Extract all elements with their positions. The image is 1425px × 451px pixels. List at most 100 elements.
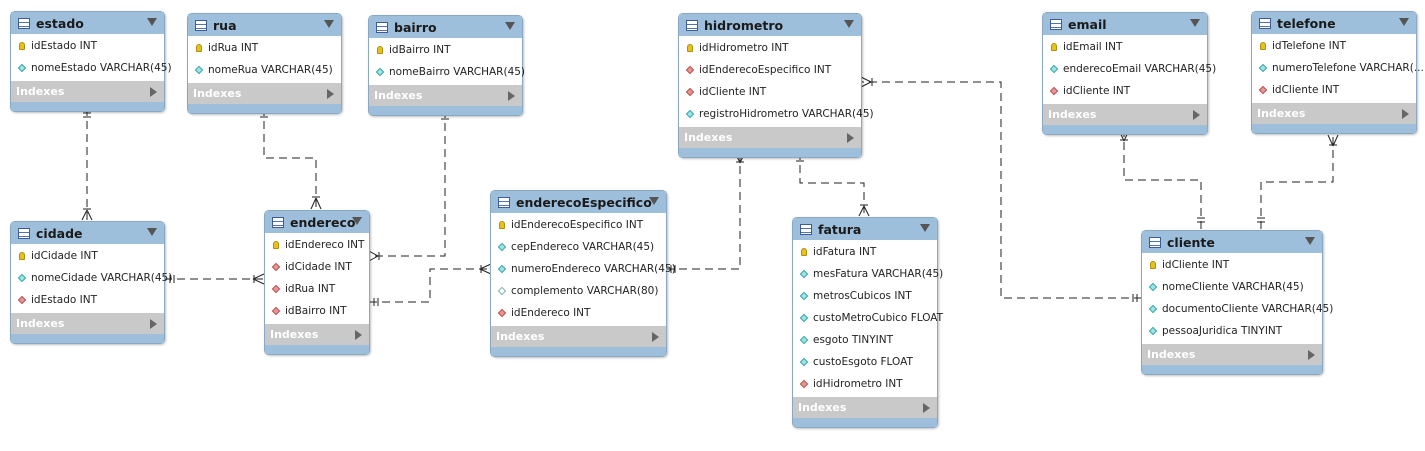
column-row[interactable]: idFatura INT xyxy=(793,241,937,263)
column-row[interactable]: idEndereco INT xyxy=(265,234,369,256)
indexes-section[interactable]: Indexes xyxy=(11,313,164,334)
expand-arrow-icon[interactable] xyxy=(847,133,854,143)
table-header[interactable]: estado xyxy=(11,12,164,34)
indexes-section[interactable]: Indexes xyxy=(188,83,341,104)
column-row[interactable]: nomeEstado VARCHAR(45) xyxy=(11,57,172,79)
collapse-arrow-icon[interactable] xyxy=(1190,19,1200,27)
collapse-arrow-icon[interactable] xyxy=(352,217,362,225)
expand-arrow-icon[interactable] xyxy=(923,403,930,413)
column-row[interactable]: pessoaJuridica TINYINT xyxy=(1142,320,1322,342)
column-row[interactable]: idTelefone INT xyxy=(1252,35,1416,57)
expand-arrow-icon[interactable] xyxy=(150,319,157,329)
foreign-key-icon xyxy=(270,284,282,294)
expand-arrow-icon[interactable] xyxy=(355,330,362,340)
column-row[interactable]: idCliente INT xyxy=(1252,79,1416,101)
table-header[interactable]: rua xyxy=(188,14,341,36)
column-row[interactable]: mesFatura VARCHAR(45) xyxy=(793,263,943,285)
table-header[interactable]: fatura xyxy=(793,218,937,240)
column-row[interactable]: idEstado INT xyxy=(11,35,164,57)
column-row[interactable]: idCidade INT xyxy=(11,245,164,267)
indexes-section[interactable]: Indexes xyxy=(491,326,666,347)
expand-arrow-icon[interactable] xyxy=(1402,109,1409,119)
collapse-arrow-icon[interactable] xyxy=(1399,18,1409,26)
table-header[interactable]: enderecoEspecifico xyxy=(491,191,666,213)
column-row[interactable]: idCliente INT xyxy=(679,81,861,103)
indexes-section[interactable]: Indexes xyxy=(1252,103,1416,124)
column-row[interactable]: idBairro INT xyxy=(369,39,522,61)
column-row[interactable]: idEmail INT xyxy=(1043,36,1207,58)
column-icon xyxy=(16,63,28,73)
column-row[interactable]: nomeCliente VARCHAR(45) xyxy=(1142,276,1322,298)
column-row[interactable]: idEndereco INT xyxy=(491,302,666,324)
column-row[interactable]: registroHidrometro VARCHAR(45) xyxy=(679,103,874,125)
indexes-section[interactable]: Indexes xyxy=(369,85,522,106)
column-row[interactable]: idEstado INT xyxy=(11,289,164,311)
collapse-arrow-icon[interactable] xyxy=(324,20,334,28)
column-row[interactable]: cepEndereco VARCHAR(45) xyxy=(491,236,666,258)
column-row[interactable]: enderecoEmail VARCHAR(45) xyxy=(1043,58,1216,80)
column-row[interactable]: idHidrometro INT xyxy=(679,37,861,59)
column-row[interactable]: esgoto TINYINT xyxy=(793,329,937,351)
collapse-arrow-icon[interactable] xyxy=(844,20,854,28)
indexes-section[interactable]: Indexes xyxy=(1142,344,1322,365)
collapse-arrow-icon[interactable] xyxy=(147,18,157,26)
collapse-arrow-icon[interactable] xyxy=(649,197,659,205)
column-row[interactable]: custoMetroCubico FLOAT xyxy=(793,307,943,329)
column-row[interactable]: idEnderecoEspecifico INT xyxy=(679,59,861,81)
collapse-arrow-icon[interactable] xyxy=(505,22,515,30)
table-header[interactable]: telefone xyxy=(1252,12,1416,34)
table-header[interactable]: bairro xyxy=(369,16,522,38)
column-row[interactable]: idCidade INT xyxy=(265,256,369,278)
expand-arrow-icon[interactable] xyxy=(652,332,659,342)
column-row[interactable]: nomeBairro VARCHAR(45) xyxy=(369,61,525,83)
expand-arrow-icon[interactable] xyxy=(327,89,334,99)
column-row[interactable]: documentoCliente VARCHAR(45) xyxy=(1142,298,1333,320)
column-row[interactable]: idBairro INT xyxy=(265,300,369,322)
expand-arrow-icon[interactable] xyxy=(150,87,157,97)
column-row[interactable]: numeroEndereco VARCHAR(45) xyxy=(491,258,676,280)
column-row[interactable]: nomeCidade VARCHAR(45) xyxy=(11,267,172,289)
indexes-section[interactable]: Indexes xyxy=(679,127,861,148)
expand-arrow-icon[interactable] xyxy=(508,91,515,101)
table-icon xyxy=(498,196,510,208)
expand-arrow-icon[interactable] xyxy=(1193,110,1200,120)
column-row[interactable]: custoEsgoto FLOAT xyxy=(793,351,937,373)
table-header[interactable]: cliente xyxy=(1142,231,1322,253)
indexes-section[interactable]: Indexes xyxy=(11,81,164,102)
column-row[interactable]: idCliente INT xyxy=(1142,254,1322,276)
column-row[interactable]: nomeRua VARCHAR(45) xyxy=(188,59,341,81)
column-row[interactable]: metrosCubicos INT xyxy=(793,285,937,307)
primary-key-icon xyxy=(798,248,810,256)
table-header[interactable]: hidrometro xyxy=(679,14,861,36)
column-row[interactable]: idHidrometro INT xyxy=(793,373,937,395)
column-row[interactable]: idRua INT xyxy=(265,278,369,300)
table-header[interactable]: endereco xyxy=(265,211,369,233)
collapse-arrow-icon[interactable] xyxy=(147,228,157,236)
indexes-label: Indexes xyxy=(684,131,733,144)
indexes-section[interactable]: Indexes xyxy=(1043,104,1207,125)
column-row[interactable]: idRua INT xyxy=(188,37,341,59)
column-row[interactable]: complemento VARCHAR(80) xyxy=(491,280,666,302)
collapse-arrow-icon[interactable] xyxy=(1305,237,1315,245)
indexes-section[interactable]: Indexes xyxy=(265,324,369,345)
column-row[interactable]: idCliente INT xyxy=(1043,80,1207,102)
foreign-key-icon xyxy=(270,306,282,316)
table-header[interactable]: cidade xyxy=(11,222,164,244)
collapse-arrow-icon[interactable] xyxy=(920,224,930,232)
column-row[interactable]: numeroTelefone VARCHAR(... xyxy=(1252,57,1424,79)
expand-arrow-icon[interactable] xyxy=(1308,350,1315,360)
indexes-section[interactable]: Indexes xyxy=(793,397,937,418)
table-header[interactable]: email xyxy=(1043,13,1207,35)
column-row[interactable]: idEnderecoEspecifico INT xyxy=(491,214,666,236)
